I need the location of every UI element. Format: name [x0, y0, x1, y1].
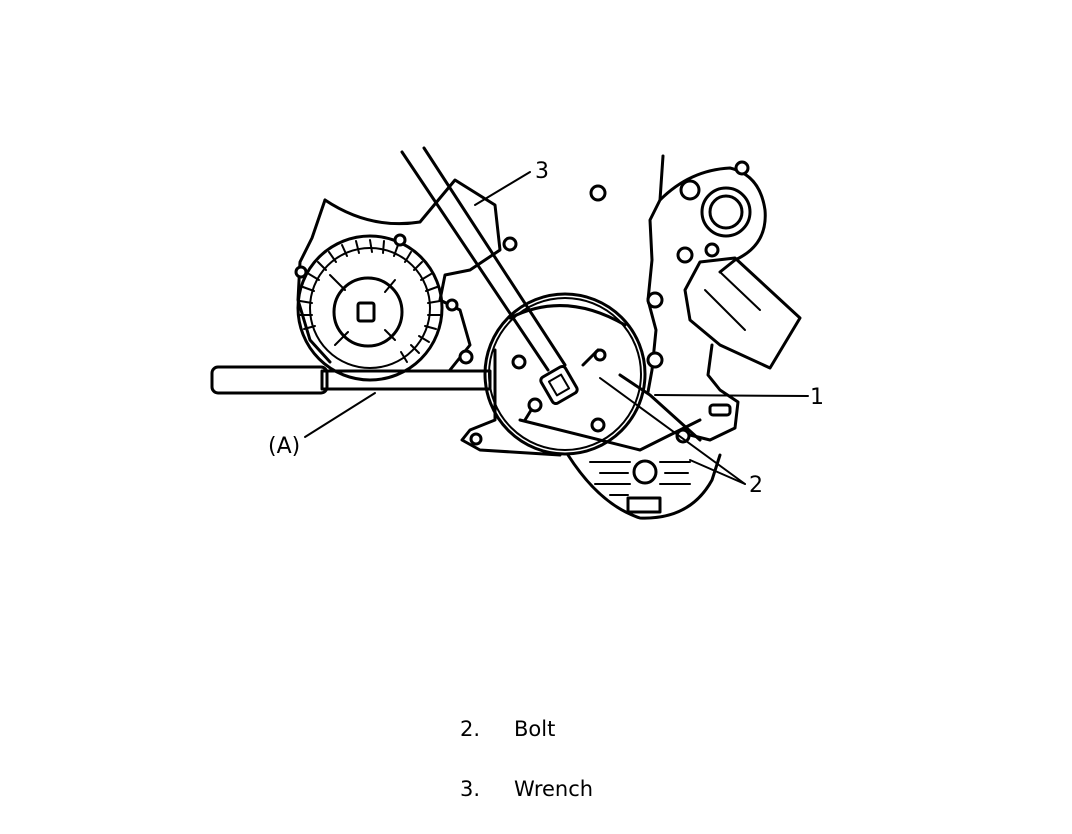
callout-3: 3: [535, 159, 549, 184]
wrench-icon: [400, 146, 567, 372]
callout-a: (A): [268, 434, 300, 459]
cover-hole: [589, 184, 607, 202]
pulley-teeth: [299, 239, 441, 363]
legend-number: 2.: [460, 717, 481, 741]
leader-lines: [304, 171, 809, 485]
legend-number: 3.: [460, 777, 481, 801]
lower-plate: [566, 453, 722, 520]
right-tensioner-assembly: [646, 154, 802, 444]
callout-2: 2: [749, 473, 763, 498]
callout-1: 1: [810, 385, 824, 410]
legend-item-wrench: 3. Wrench: [460, 774, 593, 804]
legend: 2. Bolt 3. Wrench: [460, 714, 593, 834]
crank-pulley: [460, 292, 702, 457]
special-tool-icon: [210, 365, 492, 395]
legend-label: Wrench: [514, 777, 594, 801]
left-pulley-assembly: [294, 178, 518, 382]
legend-label: Bolt: [514, 717, 556, 741]
legend-item-bolt: 2. Bolt: [460, 714, 593, 744]
